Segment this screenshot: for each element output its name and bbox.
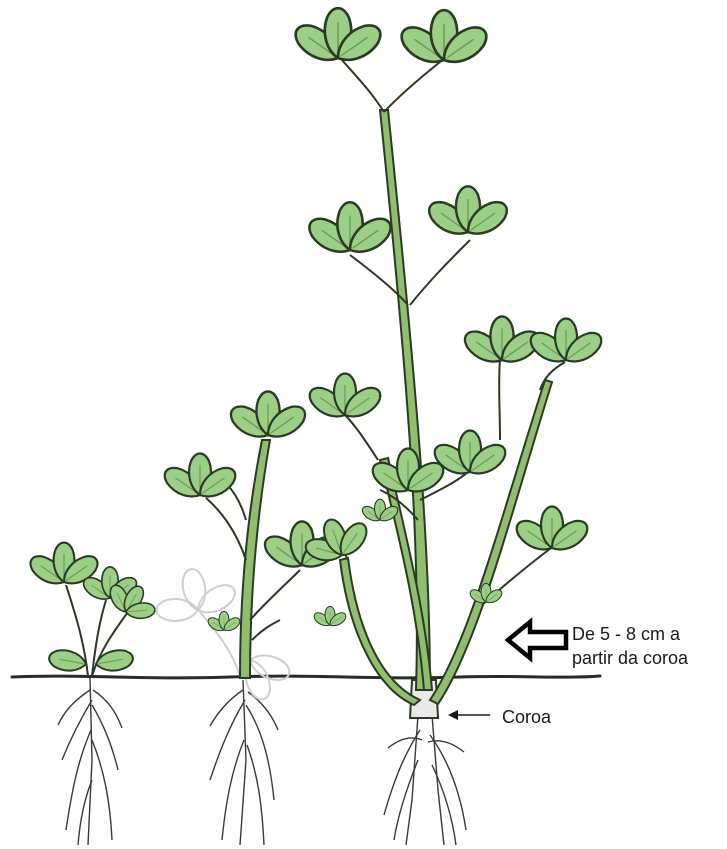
plant-seedling [26,543,165,845]
trifoliate-leaf [160,454,241,504]
trifoliate-leaf [512,507,593,557]
roots-3 [384,715,466,845]
height-annotation-line2: partir da coroa [572,646,688,670]
trifoliate-leaf [206,611,242,634]
cut-stems [157,567,293,703]
roots-1 [58,678,122,845]
leaf [48,648,88,674]
crown-label: Coroa [502,705,551,729]
soil-line [12,676,600,678]
thin-arrow-left-icon [448,710,490,720]
height-annotation-line1: De 5 - 8 cm a [572,622,688,646]
trifoliate-leaf [226,391,311,444]
hollow-arrow-left-icon [508,622,566,658]
leaf [94,648,134,674]
trifoliate-leaf [526,319,607,369]
trifoliate-leaf [396,10,493,71]
plant-mature [290,8,607,845]
roots-2 [210,680,278,845]
trifoliate-leaf [290,8,387,69]
trifoliate-leaf [304,202,397,260]
height-annotation: De 5 - 8 cm a partir da coroa [572,622,688,670]
trifoliate-leaf [312,606,348,629]
trifoliate-leaf [424,186,513,242]
